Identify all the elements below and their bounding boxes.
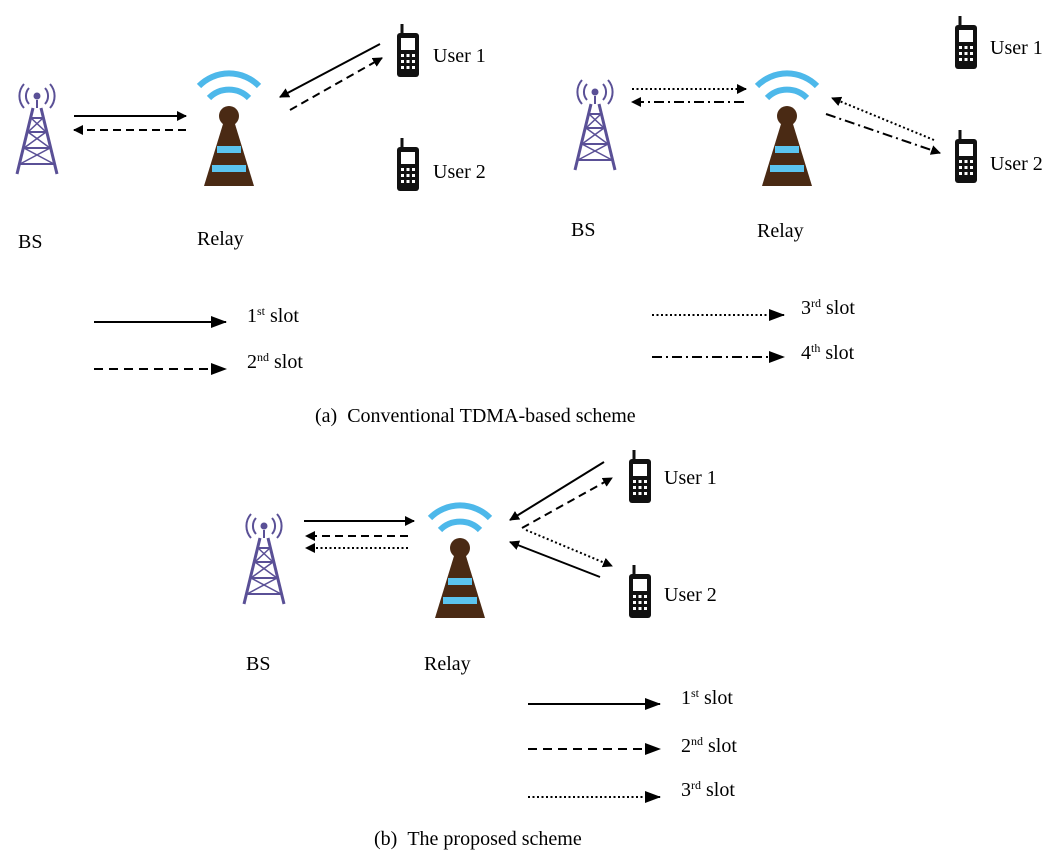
arrow-relay-to-user1-slot2 [289, 57, 383, 111]
mobile-phone-icon [953, 128, 979, 185]
relay-tower-icon [757, 73, 817, 186]
legend-label-slot3: 3rd slot [681, 778, 735, 801]
arrow-user2-to-relay-slot1 [509, 540, 601, 578]
user1-label: User 1 [433, 45, 486, 67]
mobile-phone-icon [395, 22, 421, 79]
arrow-user2-to-relay-slot3 [831, 96, 935, 141]
arrow-user1-to-relay-slot1 [279, 43, 381, 98]
arrow-relay-to-user1-slot2 [521, 477, 613, 529]
user1-label: User 1 [664, 467, 717, 489]
user1-label: User 1 [990, 37, 1043, 59]
arrow-relay-to-user2-slot4 [825, 113, 941, 155]
bs-label: BS [571, 219, 596, 241]
legend-label-slot4: 4th slot [801, 341, 855, 364]
relay-tower-icon [430, 505, 490, 618]
bs-tower-icon [242, 512, 286, 606]
user2-label: User 2 [664, 584, 717, 606]
bs-label: BS [246, 653, 271, 675]
mobile-phone-icon [395, 136, 421, 193]
bs-tower-icon [573, 78, 617, 172]
legend-label-slot2: 2nd slot [681, 734, 737, 757]
relay-label: Relay [757, 220, 804, 242]
relay-label: Relay [424, 653, 471, 675]
mobile-phone-icon [627, 448, 653, 505]
caption-a: (a)Conventional TDMA-based scheme [315, 405, 636, 427]
legend-label-slot3: 3rd slot [801, 296, 855, 319]
bs-label: BS [18, 231, 43, 253]
arrow-relay-to-user2-slot3 [525, 529, 613, 568]
user2-label: User 2 [990, 153, 1043, 175]
legend-label-slot1: 1st slot [681, 686, 733, 709]
bs-tower-icon [15, 82, 59, 176]
relay-label: Relay [197, 228, 244, 250]
legend-label-slot2: 2nd slot [247, 350, 303, 373]
relay-tower-icon [199, 73, 259, 186]
user2-label: User 2 [433, 161, 486, 183]
mobile-phone-icon [953, 14, 979, 71]
arrow-user1-to-relay-slot1 [509, 461, 605, 521]
mobile-phone-icon [627, 563, 653, 620]
caption-b: (b)The proposed scheme [374, 828, 582, 850]
legend-label-slot1: 1st slot [247, 304, 299, 327]
